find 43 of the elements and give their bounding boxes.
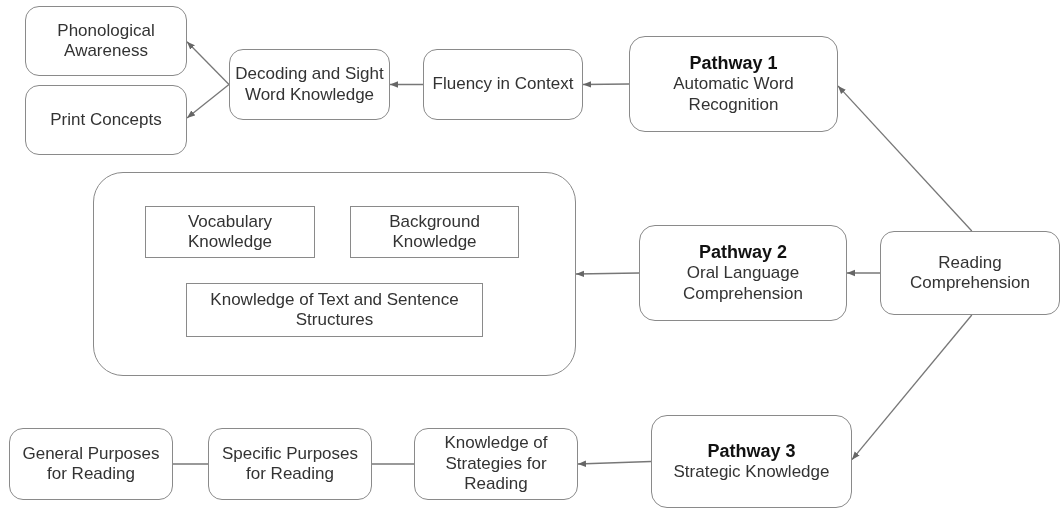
- group-box: [93, 172, 576, 376]
- connector-line: [172, 463, 209, 465]
- box-label: Automatic Word Recognition: [672, 74, 795, 116]
- box-label: General Purposes for Reading: [21, 443, 161, 485]
- arrow: [582, 81, 630, 88]
- box-label: Decoding and Sight Word Knowledge: [234, 64, 385, 105]
- process-box: [25, 85, 187, 155]
- box-label: Knowledge of Text and Sentence Structures: [209, 289, 460, 331]
- process-box: [208, 428, 372, 500]
- box-label: Knowledge of Strategies for Reading: [443, 433, 549, 495]
- pathway-heading: Pathway 1: [689, 52, 778, 75]
- box-label: Phonological Awareness: [56, 20, 156, 62]
- process-box: [414, 428, 578, 500]
- arrow: [851, 314, 973, 461]
- process-box: [229, 49, 390, 120]
- box-label: Fluency in Context: [432, 74, 574, 95]
- concept-box: [350, 206, 519, 258]
- arrow: [389, 81, 424, 88]
- box-label: Vocabulary Knowledge: [186, 211, 274, 253]
- process-box: [880, 231, 1060, 315]
- connector-line: [371, 463, 415, 465]
- box-label: Background Knowledge: [388, 211, 481, 253]
- pathway-box: [629, 36, 838, 132]
- arrow: [846, 269, 881, 277]
- box-label: Oral Language Comprehension: [682, 263, 804, 305]
- process-box: [423, 49, 583, 120]
- process-box: [25, 6, 187, 76]
- pathway-heading: Pathway 3: [707, 440, 796, 463]
- concept-box: [145, 206, 315, 258]
- box-label: Reading Comprehension: [909, 252, 1031, 294]
- arrow: [186, 41, 230, 86]
- arrow: [837, 85, 973, 232]
- process-box: [9, 428, 173, 500]
- arrow: [575, 270, 640, 278]
- box-label: Print Concepts: [50, 109, 162, 131]
- box-label: Specific Purposes for Reading: [220, 443, 360, 485]
- arrow: [577, 460, 652, 467]
- concept-box: [186, 283, 483, 337]
- box-label: Strategic Knowledge: [673, 462, 830, 483]
- pathway-box: [651, 415, 852, 508]
- pathway-heading: Pathway 2: [698, 241, 787, 264]
- arrow: [186, 83, 230, 119]
- pathway-box: [639, 225, 847, 321]
